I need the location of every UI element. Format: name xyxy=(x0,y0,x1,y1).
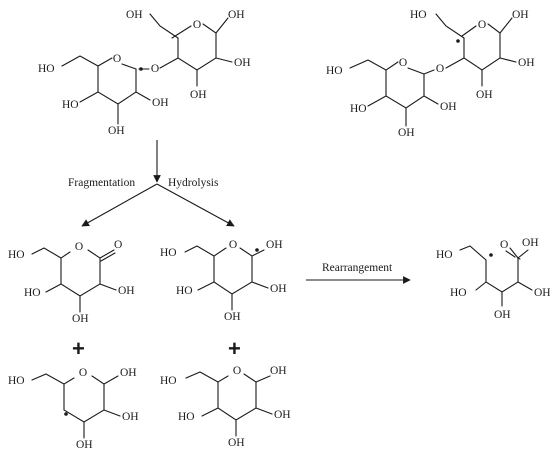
hydroxyl-group: OH xyxy=(270,283,287,295)
hydroxyl-group: OH xyxy=(152,97,169,109)
hydroxyl-group: OH xyxy=(476,89,493,101)
ring-oxygen: O xyxy=(79,367,87,379)
hydroxyl-group: HO xyxy=(350,103,367,115)
hydroxyl-group: OH xyxy=(120,367,137,379)
hydroxyl-group: HO xyxy=(38,63,55,75)
hydroxyl-group: HO xyxy=(24,287,41,299)
hydroxyl-group: OH xyxy=(190,89,207,101)
hydroxyl-group: OH xyxy=(76,439,93,451)
hydroxyl-group: OH xyxy=(122,411,139,423)
ring-oxygen: O xyxy=(113,53,121,65)
hydroxyl-group: HO xyxy=(160,375,177,387)
glucose-radical-molecule: O OH HO HO OH OH xyxy=(160,239,287,323)
ring-oxygen: O xyxy=(478,19,486,31)
radical-dot xyxy=(64,412,68,416)
hydroxyl-group: OH xyxy=(522,237,539,249)
hydroxyl-group: HO xyxy=(62,99,79,111)
hydroxyl-group: OH xyxy=(440,101,457,113)
hydroxyl-group: HO xyxy=(160,247,177,259)
hydroxyl-group: HO xyxy=(178,411,195,423)
ring-oxygen: O xyxy=(229,239,237,251)
hydroxyl-group: HO xyxy=(436,249,453,261)
hydroxyl-group: OH xyxy=(494,309,511,321)
disaccharide-radical-molecule: O OH OH OH OH O O HO HO OH OH xyxy=(38,9,251,137)
carbonyl-oxygen: O xyxy=(500,239,508,251)
ring-oxygen: O xyxy=(193,19,201,31)
hydroxyl-group: OH xyxy=(270,365,287,377)
rearrangement-label: Rearrangement xyxy=(322,262,393,274)
hydroxyl-group: OH xyxy=(228,9,245,21)
plus-sign: + xyxy=(228,336,241,361)
carbonyl-oxygen: O xyxy=(114,239,122,251)
hydroxyl-group: OH xyxy=(224,311,241,323)
ring-oxygen: O xyxy=(233,365,241,377)
plus-sign: + xyxy=(72,336,85,361)
ring-oxygen: O xyxy=(75,241,83,253)
glycosidic-oxygen: O xyxy=(151,63,159,75)
hydrolysis-arrow xyxy=(156,183,235,227)
hydroxyl-group: OH xyxy=(108,125,125,137)
fragmentation-hydrolysis-arrows: Fragmentation Hydrolysis xyxy=(68,140,235,227)
hydroxyl-group: OH xyxy=(228,437,245,449)
fragment-radical-molecule: O HO OH OH OH xyxy=(8,367,139,451)
hydroxyl-group: OH xyxy=(518,57,535,69)
disaccharide-radical-molecule: O HO OH OH OH O O HO HO OH OH xyxy=(326,9,535,139)
glycosidic-oxygen: O xyxy=(436,63,444,75)
hydroxyl-group: OH xyxy=(126,9,143,21)
radical-dot xyxy=(456,39,460,43)
radical-dot xyxy=(139,67,143,71)
hydroxyl-group: OH xyxy=(118,285,135,297)
fragmentation-label: Fragmentation xyxy=(68,177,135,189)
hydroxyl-group: OH xyxy=(72,313,89,325)
fragmentation-arrow xyxy=(81,183,158,227)
ring-oxygen: O xyxy=(399,57,407,69)
hydroxyl-group: HO xyxy=(326,65,343,77)
hydroxyl-group: OH xyxy=(512,9,529,21)
hydroxyl-group: OH xyxy=(398,127,415,139)
hydroxyl-group: HO xyxy=(410,9,427,21)
radical-dot xyxy=(255,248,259,252)
open-chain-acid-molecule: HO O OH HO OH OH xyxy=(436,237,550,321)
hydroxyl-group: HO xyxy=(8,249,25,261)
glucose-molecule: O HO OH HO OH OH xyxy=(160,365,291,449)
hydrolysis-label: Hydrolysis xyxy=(168,177,219,189)
hydroxyl-group: OH xyxy=(274,409,291,421)
hydroxyl-group: HO xyxy=(8,375,25,387)
hydroxyl-group: HO xyxy=(450,287,467,299)
lactone-molecule: O O HO HO OH OH xyxy=(8,239,135,325)
hydroxyl-group: OH xyxy=(266,239,283,251)
hydroxyl-group: HO xyxy=(176,285,193,297)
rearrangement-step: Rearrangement xyxy=(306,262,411,284)
radical-dot xyxy=(489,253,493,257)
hydroxyl-group: OH xyxy=(234,57,251,69)
hydroxyl-group: OH xyxy=(534,287,550,299)
